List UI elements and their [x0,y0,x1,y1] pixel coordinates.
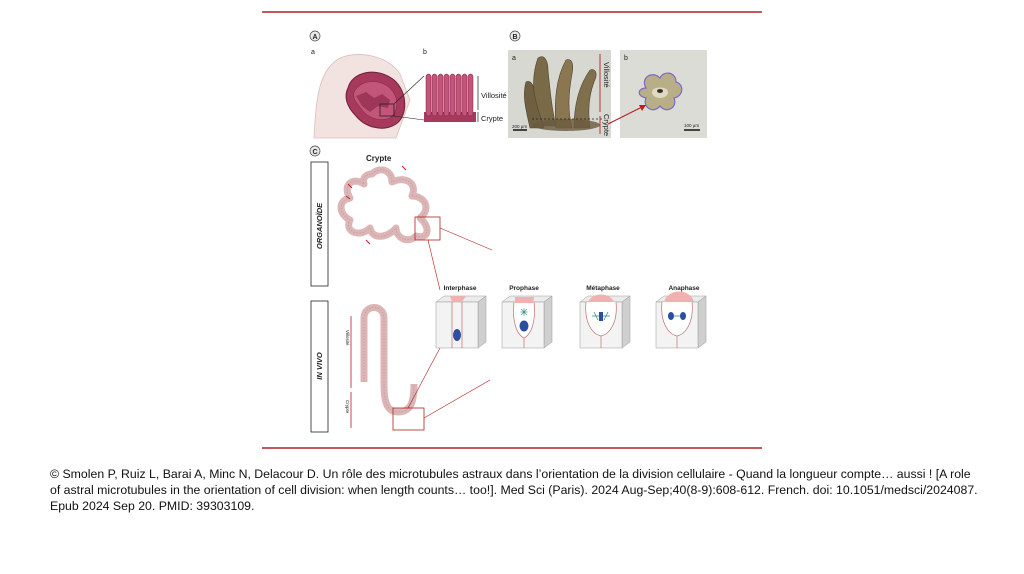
organoid-shape [337,166,431,244]
villi-closeup [424,73,476,122]
intestine-illustration [345,71,406,129]
panel-a-sub-a: a [311,49,315,56]
panel-a-sub-b: b [423,49,427,56]
cell-interphase [435,295,487,349]
organoid-label: ORGANOÏDE [315,202,324,249]
zoom-line-a2 [393,115,425,121]
organoid-zoom-box [414,216,441,241]
phase-label-anaphase: Anaphase [668,285,699,292]
nucleus [453,329,461,341]
invivo-label: IN VIVO [315,352,324,380]
panel-c-letter: C [312,149,317,156]
phase-label-metaphase: Métaphase [586,285,620,292]
figure-caption: © Smolen P, Ruiz L, Barai A, Minc N, Del… [50,467,978,513]
panel-c: C ORGANOÏDE IN VIVO Crypte Villosité Cry… [309,145,707,433]
panel-b-sub-a: a [512,55,516,62]
organoid-label-box [310,161,329,287]
panel-b: B a 200 μm Villosité Crypte b 100 μm [508,30,707,138]
invivo-villus-shape [360,304,418,416]
invivo-zoom-box [392,407,425,431]
panel-a-villus-label: Villosité [481,91,507,100]
invivo-villus-label: Villosité [345,330,350,346]
cell-prophase [501,295,553,349]
villi-micrograph [524,56,604,131]
panel-a: A a b Villosité Crypte [309,30,507,139]
invivo-label-box [310,300,329,433]
phase-label-interphase: Interphase [444,285,477,292]
panel-b-sub-b: b [624,55,628,62]
phase-label-prophase: Prophase [509,285,539,292]
invivo-crypt-label: Crypte [345,400,350,414]
panel-a-crypt-label: Crypte [481,114,503,123]
cell-metaphase [579,294,631,349]
panel-b-scale-a: 200 μm [512,124,527,129]
panel-b-scale-b: 100 μm [684,123,699,128]
panel-b-villus-label: Villosité [602,62,611,88]
panel-a-letter: A [312,34,317,41]
zoom-line-a1 [393,75,425,105]
organoid-crypt-label: Crypte [366,154,392,163]
organoid-micrograph [638,72,683,111]
panel-b-letter: B [512,34,517,41]
panel-b-crypt-label: Crypte [602,114,611,136]
cell-anaphase [655,291,707,349]
nucleus [519,320,529,332]
